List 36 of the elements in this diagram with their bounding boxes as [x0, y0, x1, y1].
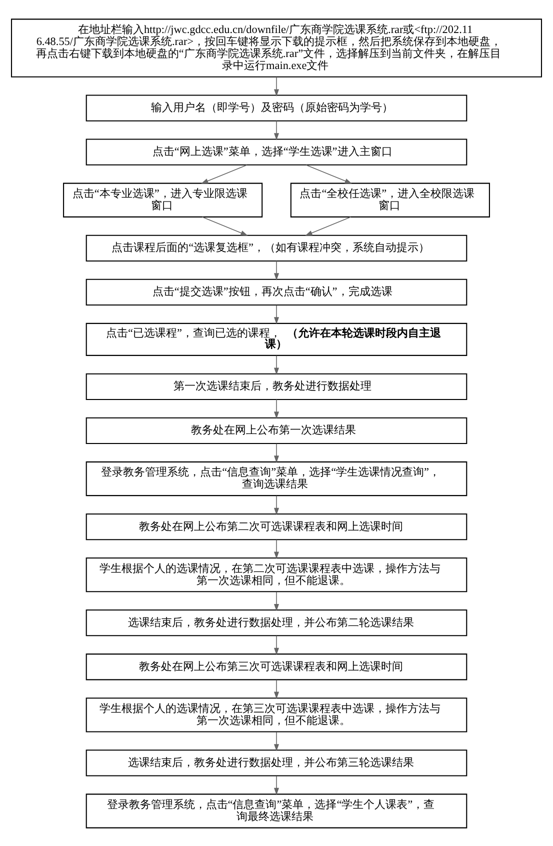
node-box: 登录教务管理系统，点击“信息查询”菜单，选择“学生选课情况查询”，查询选课结果: [86, 460, 468, 496]
arrow: [305, 216, 352, 236]
arrow: [274, 775, 280, 795]
arrow: [274, 634, 280, 655]
arrow: [306, 164, 352, 184]
node-box: 选课结束后，教务处进行数据处理，并公布第二轮选课结果: [86, 609, 468, 636]
node-box: 学生根据个人的选课情况，在第三次可选课课程表中选课，操作方法与第一次选课相同，但不能退课。: [86, 697, 468, 732]
node-box: 第一次选课结束后，教务处进行数据处理: [86, 372, 468, 400]
arrow: [274, 442, 280, 462]
node-box: 点击“本专业选课”，进入专业限选课窗口: [63, 182, 263, 217]
arrow: [202, 216, 248, 236]
arrow: [274, 120, 280, 140]
arrow: [274, 398, 280, 418]
arrow: [274, 260, 280, 280]
arrow: [274, 538, 280, 558]
node-box: 登录教务管理系统，点击“信息查询”菜单，选择“学生个人课表”，查询最终选课结果: [86, 793, 468, 828]
arrow: [274, 354, 280, 374]
arrow: [274, 76, 280, 96]
arrow: [200, 164, 248, 184]
arrow: [274, 494, 280, 515]
arrow: [274, 731, 280, 751]
node-box: 教务处在网上公布第一次选课结果: [86, 416, 468, 444]
node-box: 点击“网上选课”菜单，选择“学生选课”进入主窗口: [86, 138, 468, 165]
node-box: 选课结束后，教务处进行数据处理，并公布第三轮选课结果: [86, 749, 468, 776]
arrow: [274, 304, 280, 324]
node-box: 点击课程后面的“选课复选框”，（如有课程冲突，系统自动提示）: [86, 234, 468, 261]
node-box: 教务处在网上公布第二次可选课课程表和网上选课时间: [86, 512, 468, 540]
arrow: [274, 590, 280, 611]
node-box: 点击“全校任选课”，进入全校限选课窗口: [290, 182, 490, 217]
node-box: 教务处在网上公布第三次可选课课程表和网上选课时间: [86, 653, 468, 680]
node-box: 在地址栏输入http://jwc.gdcc.edu.cn/downfile/广东商学院选课系统.rar或<ftp://202.116.48.55/广东商学院选课系统.rar>，按回车键将显示下载的提示框，然后把系统保存到本地硬盘，再点击右键下载到本地硬盘的“广东商学院选课系统.rar”文件，选择解压到当前文件夹，在解压目录中运行main.exe文件: [10, 18, 542, 77]
node-box: 输入用户名（即学号）及密码（原始密码为学号）: [86, 94, 468, 121]
node-box: 点击“提交选课”按钮，再次点击“确认”，完成选课: [86, 278, 468, 306]
node-box: 学生根据个人的选课情况，在第二次可选课课程表中选课，操作方法与第一次选课相同，但不能退课。: [86, 556, 468, 592]
node-box: 点击“已选课程”，查询已选的课程，（允许在本轮选课时段内自主退课）: [86, 322, 468, 356]
arrow: [274, 678, 280, 699]
